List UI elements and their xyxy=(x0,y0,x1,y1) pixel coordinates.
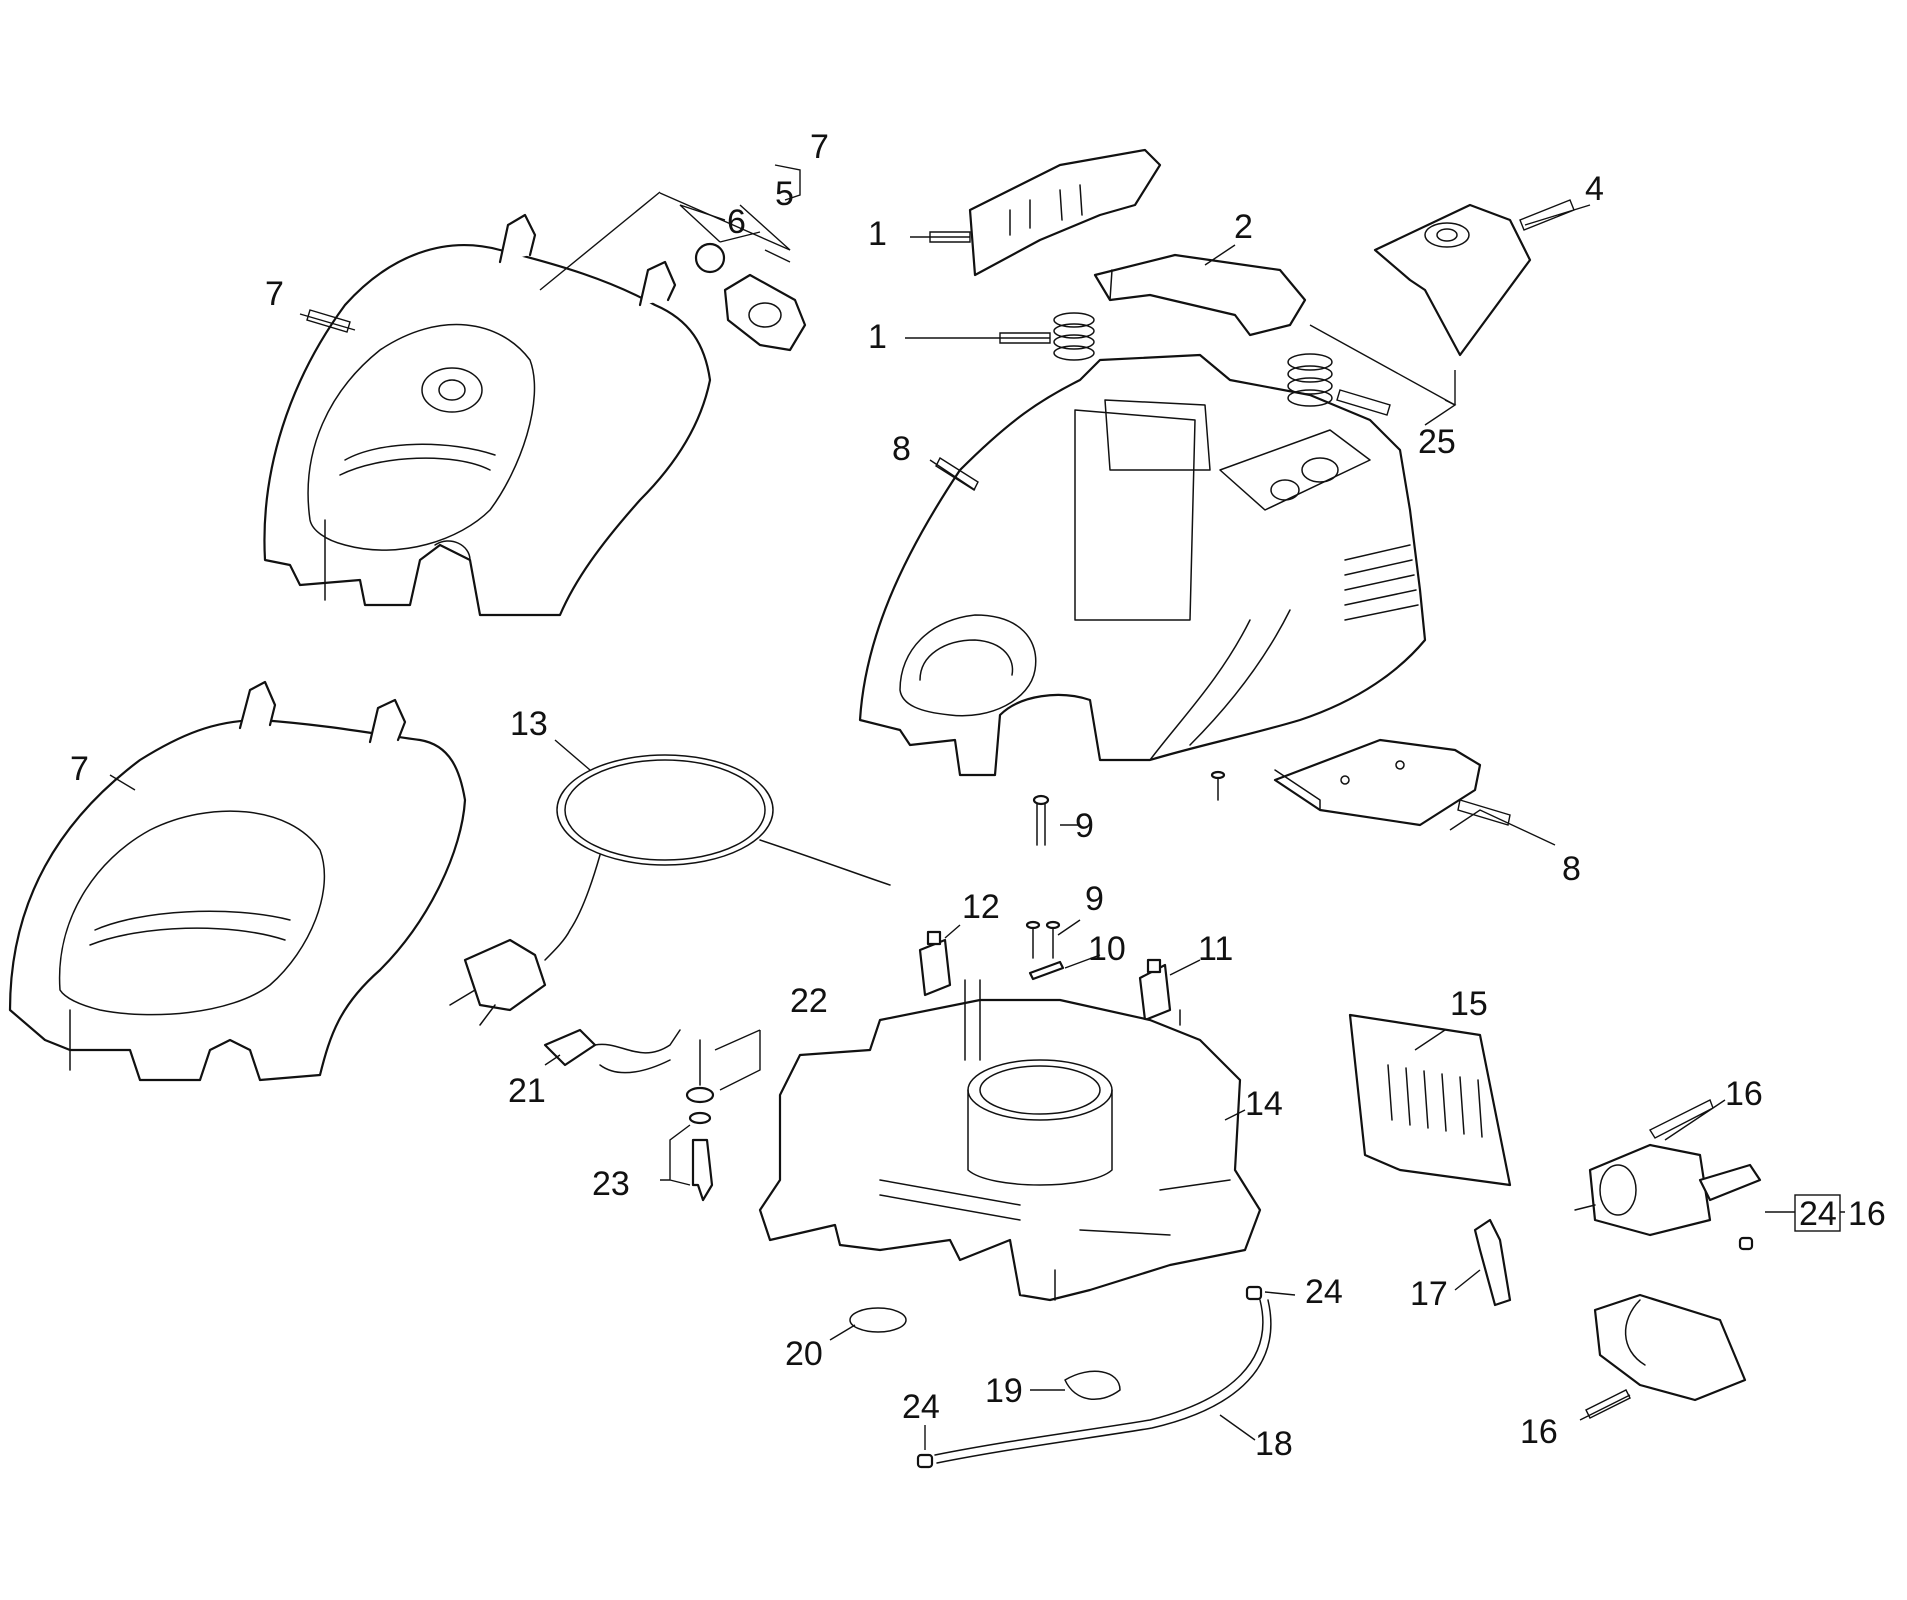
screw-part-9-a xyxy=(1032,794,1050,846)
pump-part-16 xyxy=(1574,1143,1762,1237)
cap-part-24-b xyxy=(916,1453,934,1469)
callout-12: 12 xyxy=(962,888,1000,926)
gasket-part-19 xyxy=(1064,1370,1121,1400)
handle-part-2 xyxy=(1093,253,1307,337)
callout-15: 15 xyxy=(1450,985,1488,1023)
gasket-part-6 xyxy=(694,242,726,274)
probe-part-23 xyxy=(688,1111,714,1202)
callout-7-knob: 7 xyxy=(810,128,829,166)
callout-1-spring: 1 xyxy=(868,318,887,356)
callout-8-base: 8 xyxy=(1562,850,1581,888)
callout-9-housing: 9 xyxy=(1075,807,1094,845)
callout-7-lower-cover: 7 xyxy=(70,750,89,788)
spring-part-25 xyxy=(1287,353,1333,407)
callout-18: 18 xyxy=(1255,1425,1293,1463)
main-housing xyxy=(858,353,1427,777)
boiler-base-part-14 xyxy=(758,979,1262,1302)
callout-6: 6 xyxy=(727,203,746,241)
pump-holder-part-16 xyxy=(1593,1293,1747,1402)
callout-1-cap: 1 xyxy=(868,215,887,253)
callout-24-bottom: 24 xyxy=(902,1388,940,1426)
callout-24-top: 24 xyxy=(1305,1273,1343,1311)
pin-part-10 xyxy=(1028,960,1065,981)
gasket-part-20 xyxy=(849,1307,907,1333)
thermostat-part-21 xyxy=(543,1028,681,1074)
callout-24-right: 24 xyxy=(1799,1195,1837,1233)
callout-16-pump: 16 xyxy=(1725,1075,1763,1113)
callout-numbers: 1 1 2 4 5 6 7 7 7 8 8 9 9 10 11 12 13 14… xyxy=(70,128,1886,1463)
callout-21: 21 xyxy=(508,1072,546,1110)
callout-25: 25 xyxy=(1418,423,1456,461)
callout-20: 20 xyxy=(785,1335,823,1373)
front-cover-lower xyxy=(8,680,467,1082)
grille-part-15 xyxy=(1348,1013,1512,1187)
switch-part-12 xyxy=(918,930,952,997)
elbow-pipe-part-17 xyxy=(1473,1218,1512,1307)
leader-lines xyxy=(109,164,1845,1450)
callout-14: 14 xyxy=(1245,1085,1283,1123)
hose-part-18 xyxy=(934,1299,1272,1464)
callout-13: 13 xyxy=(510,705,548,743)
callout-23: 23 xyxy=(592,1165,630,1203)
callout-8-housing: 8 xyxy=(892,430,911,468)
screw-part-9-b xyxy=(1210,770,1226,801)
switch-part-11 xyxy=(1138,958,1181,1026)
callout-16-holder: 16 xyxy=(1520,1413,1558,1451)
callout-11: 11 xyxy=(1198,930,1233,968)
cap-part-24-a xyxy=(1245,1285,1263,1301)
callout-9-screws: 9 xyxy=(1085,880,1104,918)
callout-7-upper-cover: 7 xyxy=(265,275,284,313)
callout-16-right: 16 xyxy=(1848,1195,1886,1233)
power-cord-part-13 xyxy=(449,754,891,1026)
callout-2: 2 xyxy=(1234,208,1253,246)
cap-part-24-c xyxy=(1738,1236,1754,1251)
cap-part-1 xyxy=(968,148,1162,277)
callout-17: 17 xyxy=(1410,1275,1448,1313)
spring-part-1 xyxy=(1053,312,1095,361)
callout-22: 22 xyxy=(790,982,828,1020)
callout-10: 10 xyxy=(1088,930,1126,968)
base-plate xyxy=(1273,738,1482,827)
button-cover-part-4 xyxy=(1373,203,1532,357)
callout-19: 19 xyxy=(985,1372,1023,1410)
callout-4: 4 xyxy=(1585,170,1604,208)
sensor-part-22 xyxy=(685,1039,715,1104)
screw-part-9-c xyxy=(1025,920,1061,959)
front-cover-upper xyxy=(263,213,712,617)
callout-5: 5 xyxy=(775,175,794,213)
knob-part-5 xyxy=(723,273,807,352)
